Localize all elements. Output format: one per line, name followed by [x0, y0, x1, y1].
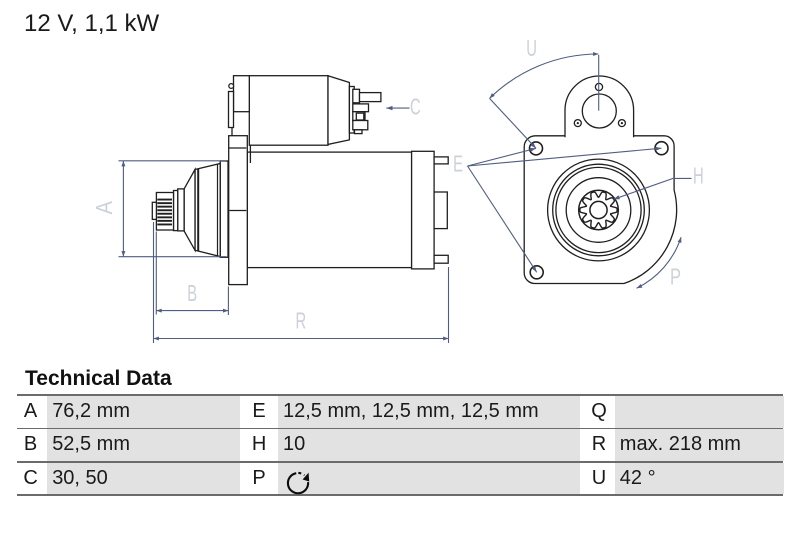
svg-text:B: B	[187, 280, 197, 306]
svg-text:C: C	[410, 94, 421, 120]
svg-text:A: A	[91, 201, 118, 215]
svg-text:R: R	[296, 308, 307, 334]
svg-text:U: U	[526, 36, 537, 62]
svg-text:E: E	[453, 151, 463, 177]
svg-text:P: P	[670, 265, 681, 290]
svg-text:H: H	[693, 163, 704, 189]
